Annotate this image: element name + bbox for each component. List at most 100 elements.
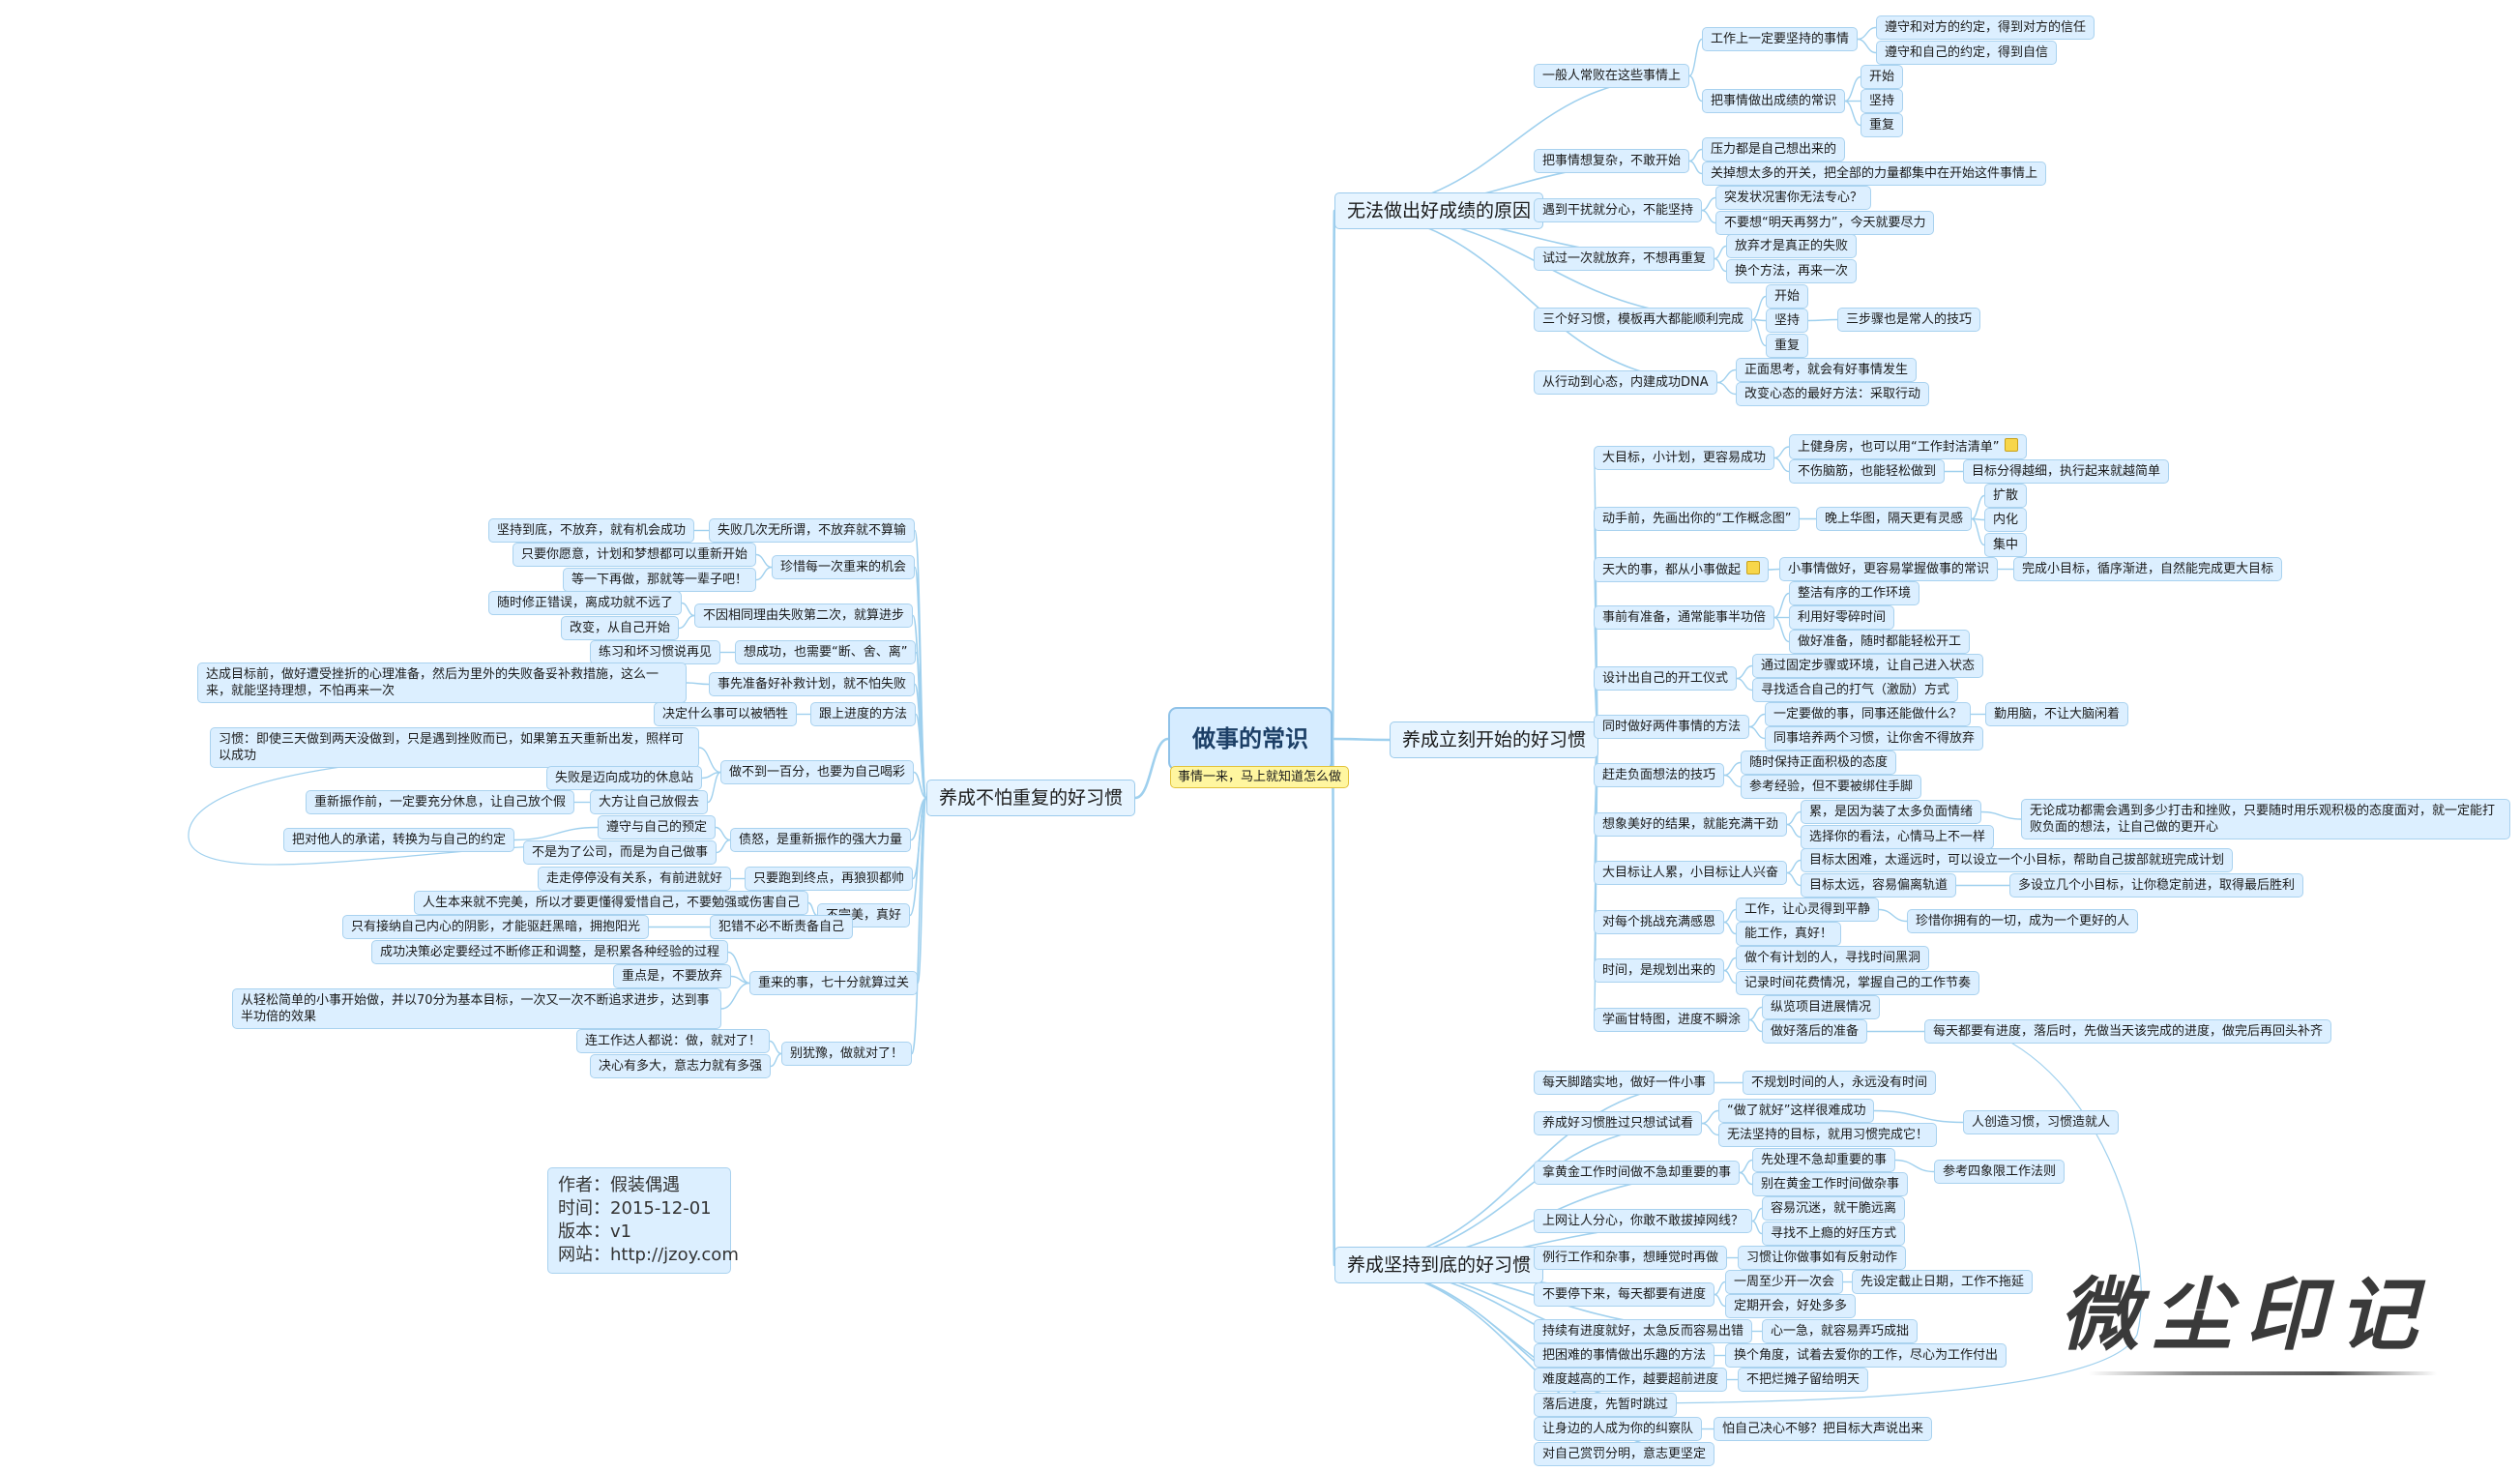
b4-topic-8[interactable]: 债怒，是重新振作的强大力量 (730, 828, 912, 852)
info-box[interactable]: 作者：假装偶遇 时间：2015-12-01 版本：v1 网站：http://jz… (547, 1167, 739, 1274)
b2-topic-8b[interactable]: 选择你的看法，心情马上不一样 (1801, 825, 1995, 849)
b2-topic-6a[interactable]: 一定要做的事，同事还能做什么？ (1765, 702, 1972, 726)
b4-topic-7c[interactable]: 大方让自己放假去 (590, 790, 709, 814)
b4-callout-10[interactable]: 只有接纳自己内心的阴影，才能驱赶黑暗，拥抱阳光 (342, 915, 650, 939)
b2-topic-11b[interactable]: 记录时间花费情况，掌握自己的工作节奏 (1736, 971, 1980, 995)
b2-topic-2a3[interactable]: 集中 (1984, 533, 2028, 557)
b1-topic-5a[interactable]: 开始 (1766, 284, 1809, 309)
note-icon[interactable] (2005, 438, 2019, 452)
b2-topic-6a1[interactable]: 勤用脑，不让大脑闲着 (1985, 702, 2129, 726)
b2-topic-9b[interactable]: 目标太远，容易偏离轨道 (1801, 873, 1957, 898)
b1-topic-4[interactable]: 试过一次就放弃，不想再重复 (1534, 247, 1715, 271)
b1-topic-1b[interactable]: 把事情做出成绩的常识 (1702, 89, 1846, 113)
b3-topic-8a[interactable]: 换个角度，试着去爱你的工作，尽心为工作付出 (1725, 1343, 2007, 1368)
b2-topic-4[interactable]: 事前有准备，通常能事半功倍 (1594, 605, 1775, 630)
b3-topic-10[interactable]: 落后进度，先暂时跳过 (1534, 1393, 1678, 1417)
b4-topic-2b[interactable]: 等一下再做，那就等一辈子吧！ (563, 568, 757, 592)
b1-topic-5b[interactable]: 坚持 (1766, 309, 1809, 333)
b1-topic-1a1[interactable]: 遵守和对方的约定，得到对方的信任 (1876, 15, 2095, 40)
branch-persist-habit[interactable]: 养成坚持到底的好习惯 (1334, 1247, 1544, 1283)
b4-topic-10a[interactable]: 人生本来就不完美，所以才要更懂得爱惜自己，不要勉强或伤害自己 (414, 891, 809, 915)
b4-topic-11a[interactable]: 成功决策必定要经过不断修正和调整，是积累各种经验的过程 (371, 940, 729, 964)
b3-topic-5a[interactable]: 习惯让你做事如有反射动作 (1738, 1246, 1907, 1270)
b3-topic-11[interactable]: 让身边的人成为你的纠察队 (1534, 1417, 1703, 1441)
branch-start-habit[interactable]: 养成立刻开始的好习惯 (1390, 721, 1599, 758)
b3-topic-2a[interactable]: “做了就好”这样很难成功 (1718, 1099, 1875, 1123)
b1-topic-2b[interactable]: 关掉想太多的开关，把全部的力量都集中在开始这件事情上 (1702, 162, 2047, 186)
b2-topic-3[interactable]: 天大的事，都从小事做起 (1594, 557, 1770, 582)
b3-topic-9a[interactable]: 不把烂摊子留给明天 (1738, 1368, 1869, 1392)
b4-topic-8b[interactable]: 不是为了公司，而是为自己做事 (523, 840, 718, 865)
b1-topic-6[interactable]: 从行动到心态，内建成功DNA (1534, 370, 1717, 395)
b4-topic-6a[interactable]: 决定什么事可以被牺牲 (654, 702, 798, 726)
b4-topic-2a[interactable]: 只要你愿意，计划和梦想都可以重新开始 (513, 543, 757, 567)
b3-callout-3[interactable]: 参考四象限工作法则 (1934, 1160, 2066, 1184)
note-icon[interactable] (1746, 561, 1761, 574)
b4-callout-7[interactable]: 重新振作前，一定要充分休息，让自己放个假 (306, 790, 575, 814)
b1-topic-3b[interactable]: 不要想“明天再努力”，今天就要尽力 (1715, 211, 1935, 235)
b3-topic-5[interactable]: 例行工作和杂事，想睡觉时再做 (1534, 1246, 1728, 1270)
root-topic[interactable]: 做事的常识 (1168, 707, 1333, 771)
b2-topic-9a[interactable]: 目标太困难，太遥远时，可以设立一个小目标，帮助自己拔部就班完成计划 (1801, 848, 2234, 872)
b4-topic-3b[interactable]: 改变，从自己开始 (561, 616, 680, 640)
b2-topic-1b1[interactable]: 目标分得越细，执行起来就越简单 (1963, 459, 2170, 484)
b1-topic-6a[interactable]: 正面思考，就会有好事情发生 (1736, 358, 1918, 382)
b1-topic-5c[interactable]: 重复 (1766, 334, 1809, 358)
b2-topic-5a[interactable]: 通过固定步骤或环境，让自己进入状态 (1752, 654, 1984, 678)
b2-topic-3a1[interactable]: 完成小目标，循序渐进，自然能完成更大目标 (2013, 557, 2283, 581)
b4-topic-7a[interactable]: 习惯：即使三天做到两天没做到，只是遇到挫败而已，如果第五天重新出发，照样可以成功 (210, 727, 699, 768)
b2-topic-1a[interactable]: 上健身房，也可以用“工作封洁清单” (1789, 434, 2028, 459)
branch-repeat-habit[interactable]: 养成不怕重复的好习惯 (926, 780, 1136, 816)
b3-topic-12[interactable]: 对自己赏罚分明，意志更坚定 (1534, 1442, 1715, 1466)
b1-topic-2a[interactable]: 压力都是自己想出来的 (1702, 137, 1846, 162)
b2-topic-1[interactable]: 大目标，小计划，更容易成功 (1594, 446, 1775, 470)
b1-topic-4b[interactable]: 换个方法，再来一次 (1726, 259, 1858, 283)
b3-callout-2[interactable]: 人创造习惯，习惯造就人 (1963, 1110, 2120, 1134)
b2-topic-10b[interactable]: 能工作，真好！ (1736, 922, 1842, 946)
b2-topic-4b[interactable]: 利用好零碎时间 (1789, 605, 1895, 630)
b3-topic-6a[interactable]: 一周至少开一次会 (1725, 1270, 1844, 1294)
b2-topic-5b[interactable]: 寻找适合自己的打气（激励）方式 (1752, 678, 1959, 702)
b3-topic-8[interactable]: 把困难的事情做出乐趣的方法 (1534, 1343, 1715, 1368)
b4-topic-6[interactable]: 跟上进度的方法 (810, 702, 917, 726)
b4-topic-10b[interactable]: 犯错不必不断责备自己 (710, 915, 854, 939)
b3-topic-7a[interactable]: 心一急，就容易弄巧成拙 (1762, 1319, 1919, 1343)
b4-callout-8[interactable]: 把对他人的承诺，转换为与自己的约定 (283, 828, 515, 852)
b1-topic-1b3[interactable]: 重复 (1861, 113, 1904, 137)
b1-topic-2[interactable]: 把事情想复杂，不敢开始 (1534, 149, 1690, 173)
b4-topic-1a[interactable]: 坚持到底，不放弃，就有机会成功 (488, 518, 695, 543)
b1-topic-6b[interactable]: 改变心态的最好方法：采取行动 (1736, 382, 1930, 406)
b2-topic-7[interactable]: 赶走负面想法的技巧 (1594, 763, 1725, 787)
b2-callout-10[interactable]: 珍惜你拥有的一切，成为一个更好的人 (1907, 909, 2139, 933)
b2-topic-8[interactable]: 想象美好的结果，就能充满干劲 (1594, 812, 1788, 837)
b2-topic-4c[interactable]: 做好准备，随时都能轻松开工 (1789, 630, 1971, 654)
b2-topic-2a2[interactable]: 内化 (1984, 508, 2028, 532)
b4-topic-8a[interactable]: 遵守与自己的预定 (598, 815, 717, 839)
b2-topic-5[interactable]: 设计出自己的开工仪式 (1594, 666, 1738, 691)
b4-topic-12[interactable]: 别犹豫，做就对了！ (781, 1042, 913, 1066)
b2-topic-12b1[interactable]: 每天都要有进度，落后时，先做当天该完成的进度，做完后再回头补齐 (1924, 1019, 2332, 1044)
b3-topic-3b[interactable]: 别在黄金工作时间做杂事 (1752, 1172, 1909, 1196)
b2-topic-4a[interactable]: 整洁有序的工作环境 (1789, 581, 1920, 605)
b3-topic-7[interactable]: 持续有进度就好，太急反而容易出错 (1534, 1319, 1753, 1343)
b2-topic-2a[interactable]: 晚上华图，隔天更有灵感 (1816, 507, 1973, 531)
b3-topic-9[interactable]: 难度越高的工作，越要超前进度 (1534, 1368, 1728, 1392)
b4-topic-2[interactable]: 珍惜每一次重来的机会 (772, 555, 916, 579)
b4-topic-5[interactable]: 事先准备好补救计划，就不怕失败 (709, 672, 916, 696)
b3-topic-1[interactable]: 每天脚踏实地，做好一件小事 (1534, 1071, 1715, 1095)
b3-topic-4b[interactable]: 寻找不上瘾的好压方式 (1762, 1222, 1906, 1246)
b1-callout-5[interactable]: 三步骤也是常人的技巧 (1837, 308, 1981, 332)
b2-topic-1b[interactable]: 不伤脑筋，也能轻松做到 (1789, 459, 1946, 484)
b3-topic-1a[interactable]: 不规划时间的人，永远没有时间 (1743, 1071, 1937, 1095)
b2-topic-11a[interactable]: 做个有计划的人，寻找时间黑洞 (1736, 946, 1930, 970)
b4-topic-7[interactable]: 做不到一百分，也要为自己喝彩 (720, 760, 915, 784)
b1-topic-1[interactable]: 一般人常败在这些事情上 (1534, 64, 1690, 88)
b4-topic-5a[interactable]: 达成目标前，做好遭受挫折的心理准备，然后为里外的失败备妥补救措施，这么一来，就能… (197, 662, 687, 703)
b4-topic-3a[interactable]: 随时修正错误，离成功就不远了 (488, 591, 683, 615)
b4-topic-12b[interactable]: 决心有多大，意志力就有多强 (590, 1054, 772, 1078)
b3-topic-2[interactable]: 养成好习惯胜过只想试试看 (1534, 1111, 1703, 1135)
b4-topic-11b[interactable]: 重点是，不要放弃 (613, 964, 732, 988)
b4-topic-1[interactable]: 失败几次无所谓，不放弃就不算输 (709, 518, 916, 543)
branch-cause[interactable]: 无法做出好成绩的原因 (1334, 192, 1544, 229)
b1-topic-1b2[interactable]: 坚持 (1861, 89, 1904, 113)
